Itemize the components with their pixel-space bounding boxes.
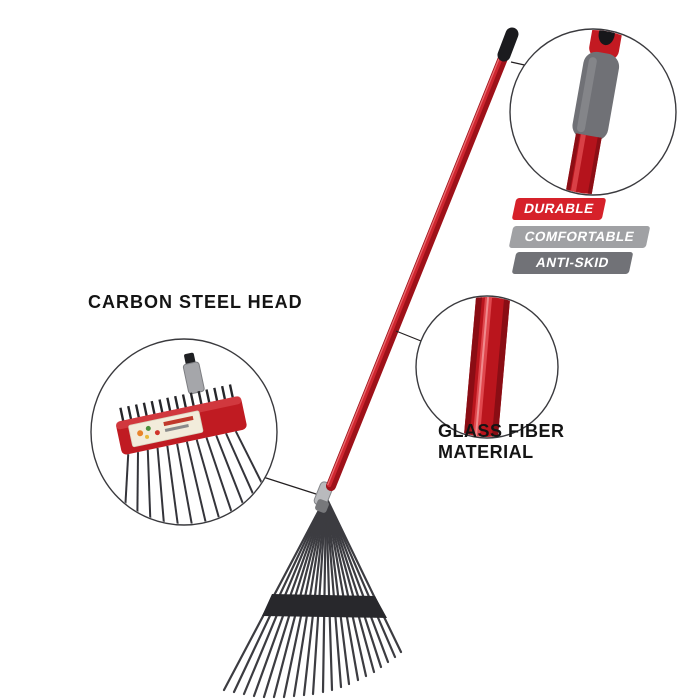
- hanging-hole: [598, 30, 615, 46]
- comfortable-badge: COMFORTABLE: [508, 226, 651, 248]
- rake-handle-tip: [497, 27, 519, 62]
- anti-skid-badge: ANTI-SKID: [511, 252, 634, 274]
- head-teeth: [119, 384, 235, 423]
- glass-fiber-material-label: GLASS FIBER MATERIAL: [438, 421, 565, 463]
- durable-badge: DURABLE: [511, 198, 607, 220]
- rake-crossbar: [262, 594, 387, 618]
- rake-product: [222, 27, 519, 699]
- rake-pole: [326, 53, 508, 491]
- leader-line-pole: [395, 330, 422, 342]
- head-closeup-circle: [90, 338, 278, 526]
- head-sticker: [128, 410, 204, 448]
- leader-line-head: [262, 476, 317, 495]
- glass-fiber-line2: MATERIAL: [438, 442, 534, 462]
- carbon-steel-head-label: CARBON STEEL HEAD: [88, 292, 303, 312]
- glass-fiber-line1: GLASS FIBER: [438, 421, 565, 441]
- pole-closeup-circle: [415, 295, 559, 439]
- grip-closeup-circle: [509, 28, 677, 196]
